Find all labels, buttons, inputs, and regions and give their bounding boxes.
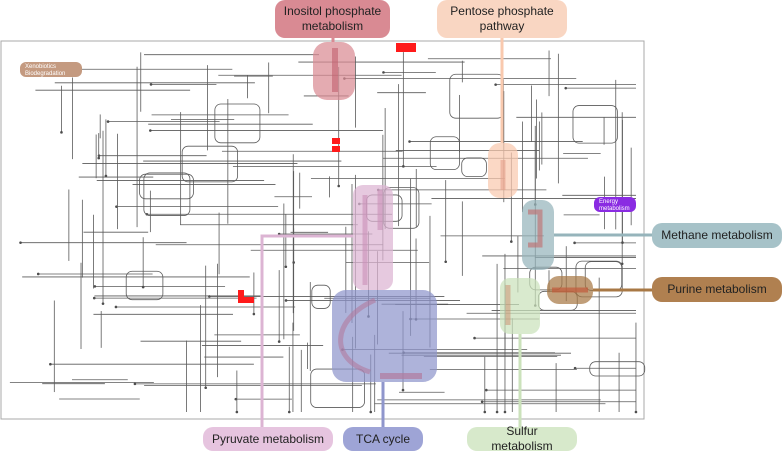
compound-node — [133, 382, 137, 386]
inositol-phosphate-label: Inositol phosphate metabolism — [283, 4, 382, 33]
compound-node — [402, 165, 405, 168]
tca-cycle-label: TCA cycle — [355, 431, 410, 446]
compound-node — [401, 388, 405, 392]
compound-node — [208, 295, 211, 298]
pyruvate-metabolism-label: Pyruvate metabolism — [211, 431, 325, 446]
cycle-loop — [461, 157, 487, 178]
cycle-loop — [429, 136, 460, 171]
compound-node — [485, 388, 488, 392]
compound-node — [503, 410, 507, 414]
compound-node — [114, 305, 118, 309]
compound-node — [483, 410, 487, 414]
compound-node — [284, 299, 288, 302]
purine-metabolism-label: Purine metabolism — [667, 282, 767, 296]
compound-node — [149, 83, 153, 86]
sulfur-metabolism-callout[interactable]: Sulfur metabolism — [467, 424, 577, 453]
compound-node — [36, 272, 40, 276]
cycle-loop — [139, 173, 194, 200]
cycle-loop — [125, 270, 164, 301]
compound-node — [277, 340, 281, 343]
compound-node — [495, 410, 499, 414]
compound-node — [510, 240, 513, 243]
compound-node — [252, 312, 256, 316]
compound-node — [284, 265, 288, 269]
cycle-loop — [572, 105, 618, 144]
compound-node — [60, 131, 63, 134]
callout-leader-lines — [260, 38, 652, 427]
highlight-reaction — [396, 43, 416, 52]
compound-node — [235, 410, 239, 414]
compound-node — [634, 410, 638, 414]
highlight-regions — [238, 42, 593, 382]
pyruvate-trace — [362, 190, 383, 285]
methane-metabolism-callout[interactable]: Methane metabolism — [652, 223, 782, 248]
compound-node — [408, 140, 411, 143]
tca-trace — [338, 297, 377, 375]
compound-node — [104, 174, 108, 178]
compound-node — [19, 241, 22, 244]
cycle-loop — [181, 145, 239, 183]
compound-node — [141, 285, 145, 289]
tca-region — [332, 290, 437, 382]
compound-node — [337, 184, 341, 188]
pathway-network — [9, 50, 646, 414]
compound-node — [92, 296, 96, 300]
methane-metabolism-label: Methane metabolism — [661, 228, 773, 242]
inositol-phosphate-callout[interactable]: Inositol phosphate metabolism — [275, 0, 390, 38]
pyruvate-region — [353, 185, 393, 290]
compound-node — [204, 386, 208, 390]
xenobiotics-tag-label: Xenobiotics Biodegradation and Metabolis… — [25, 64, 68, 84]
compound-node — [573, 366, 577, 370]
compound-node — [292, 261, 295, 264]
compound-node — [573, 241, 576, 245]
compound-node — [494, 83, 497, 86]
compound-node — [106, 120, 110, 123]
compound-node — [115, 205, 118, 208]
compound-node — [149, 129, 152, 132]
cycle-loop — [214, 103, 261, 144]
pentose-phosphate-callout[interactable]: Pentose phosphate pathway — [437, 0, 567, 38]
xenobiotics-tag[interactable]: Xenobiotics Biodegradation and Metabolis… — [20, 62, 82, 84]
highlight-reaction — [332, 138, 340, 144]
compound-node — [621, 241, 624, 244]
pyruvate-leader — [260, 234, 353, 427]
cycle-loop — [143, 172, 191, 216]
sulfur-metabolism-label: Sulfur metabolism — [491, 424, 553, 453]
purine-metabolism-callout[interactable]: Purine metabolism — [652, 277, 782, 302]
pentose-phosphate-label: Pentose phosphate pathway — [450, 4, 554, 33]
pyruvate-metabolism-callout[interactable]: Pyruvate metabolism — [203, 427, 333, 451]
highlight-reaction — [332, 146, 340, 152]
compound-node — [444, 260, 447, 264]
compound-node — [473, 336, 476, 340]
compound-node — [101, 302, 105, 305]
compound-node — [287, 410, 291, 414]
highlight-reaction — [238, 290, 254, 303]
cycle-loop — [589, 361, 646, 377]
compound-node — [564, 86, 568, 90]
compound-node — [97, 156, 101, 160]
compound-node — [480, 400, 484, 404]
compound-node — [382, 71, 385, 74]
compound-node — [93, 285, 97, 288]
tca-cycle-callout[interactable]: TCA cycle — [343, 427, 423, 451]
energy-metabolism-tag-label: Energy metabolism — [599, 199, 630, 212]
compound-node — [234, 397, 238, 401]
compound-node — [49, 362, 52, 366]
methane-trace — [528, 209, 543, 248]
cycle-loop — [311, 284, 331, 309]
compound-node — [369, 410, 373, 414]
energy-metabolism-tag[interactable]: Energy metabolism — [594, 197, 636, 212]
